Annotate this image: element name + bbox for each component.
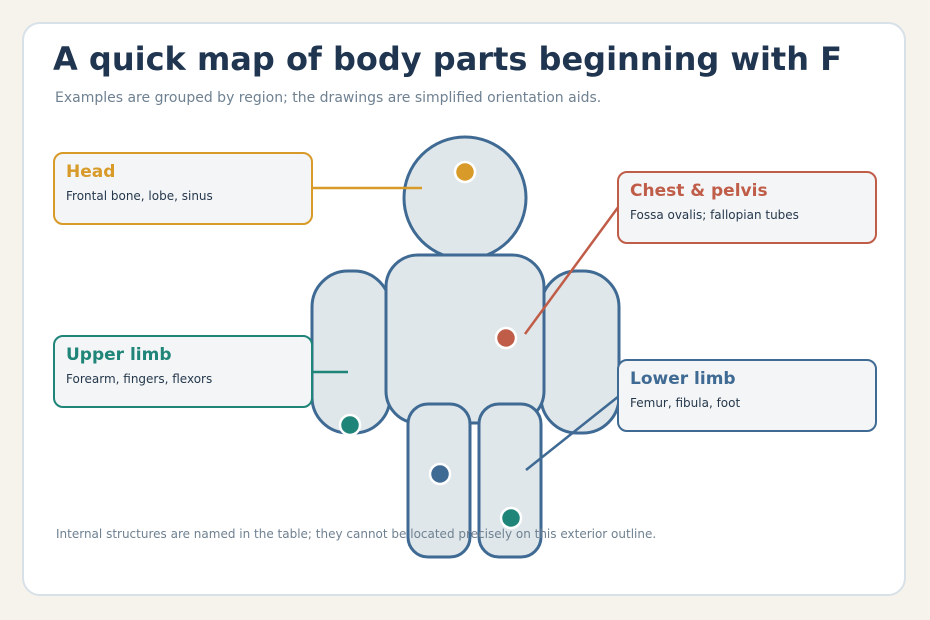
body-outline [310,135,621,559]
footnote: Internal structures are named in the tab… [56,527,657,541]
body-right-leg [477,402,543,559]
lower-limb-label: Lower limb [630,369,736,389]
head-label: Head [66,162,116,182]
body-torso [384,253,546,425]
chest-label: Chest & pelvis [630,181,768,201]
lower-limb-connector [525,395,620,471]
lower-limb-marker [428,462,452,486]
region-markers [338,160,523,530]
chest-callout: Chest & pelvis Fossa ovalis; fallopian t… [617,171,877,244]
head-marker [453,160,477,184]
page-title: A quick map of body parts beginning with… [53,40,842,78]
head-callout: Head Frontal bone, lobe, sinus [53,152,313,225]
lower-limb-callout: Lower limb Femur, fibula, foot [617,359,877,432]
chest-marker [494,326,518,350]
chest-description: Fossa ovalis; fallopian tubes [630,208,799,222]
upper-limb-label: Upper limb [66,345,172,365]
body-head [402,135,528,261]
chest-connector [523,205,621,335]
upper-limb-marker [338,413,362,437]
body-left-arm [310,269,392,435]
page-subtitle: Examples are grouped by region; the draw… [55,90,602,106]
connector-lines [312,186,621,471]
upper-limb-description: Forearm, fingers, flexors [66,372,213,386]
upper-limb-callout: Upper limb Forearm, fingers, flexors [53,335,313,408]
head-description: Frontal bone, lobe, sinus [66,189,213,203]
foot-marker [499,506,523,530]
lower-limb-description: Femur, fibula, foot [630,396,741,410]
